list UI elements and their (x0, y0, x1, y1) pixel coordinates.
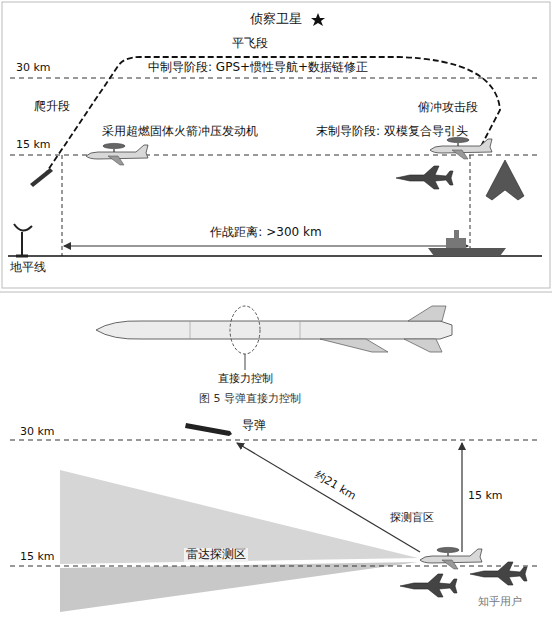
aircraft-symbol (400, 574, 457, 597)
altitude-label: 15 km (16, 139, 51, 152)
part-label: 直接力控制 (218, 373, 273, 386)
altitude-label: 15 km (18, 551, 57, 564)
phase-label: 末制导阶段: 双模复合导引头 (316, 125, 468, 139)
aircraft-symbol (396, 166, 453, 189)
trajectory-path (44, 57, 500, 176)
panel-frame (2, 2, 550, 288)
radar-zone (60, 470, 418, 564)
range-label: 作战距离: >300 km (210, 226, 321, 240)
ground-label: 地平线 (10, 261, 46, 275)
distance-label: 约21 km (312, 469, 358, 503)
aircraft-symbol (86, 143, 148, 165)
missile-label: 导弹 (242, 419, 266, 433)
altitude-label: 30 km (20, 426, 55, 439)
phase-label: 平飞段 (232, 37, 268, 51)
ship-symbol (428, 230, 506, 256)
altitude-label: 30 km (16, 62, 51, 75)
guide-line (470, 155, 471, 256)
leader-line (245, 354, 246, 370)
satellite-label: 侦察卫星 (250, 12, 302, 27)
aircraft-symbol (470, 562, 527, 585)
figure-caption: 图 5 导弹直接力控制 (199, 393, 301, 406)
zone-label: 探测盲区 (390, 512, 434, 525)
altitude-line (10, 78, 540, 79)
watermark: 知乎用户 (478, 596, 522, 609)
aircraft-symbol (420, 547, 482, 569)
range-arrow (64, 245, 468, 246)
radar-tower (14, 224, 32, 256)
engine-note: 采用超燃固体火箭冲压发动机 (102, 125, 258, 139)
missile-drawing (96, 306, 452, 352)
height-arrow (461, 443, 462, 552)
highlight-ellipse (230, 306, 260, 354)
guide-line (62, 155, 63, 256)
phase-label: 中制导阶段: GPS+惯性导航+数据链修正 (146, 61, 370, 75)
phase-label: 爬升段 (34, 100, 70, 114)
missile-symbol (185, 423, 232, 436)
altitude-line (10, 566, 540, 567)
altitude-label: 15 km (468, 490, 503, 503)
missile-symbol (30, 168, 53, 187)
panel-divider (0, 292, 552, 293)
slant-arrow (237, 443, 420, 552)
star-symbol (311, 13, 325, 26)
phase-label: 俯冲攻击段 (418, 101, 478, 115)
zone-label: 雷达探测区 (184, 548, 248, 562)
radar-zone (60, 562, 418, 612)
aircraft-symbol (430, 137, 492, 159)
altitude-line (10, 440, 540, 441)
flying-wing-symbol (486, 160, 524, 200)
